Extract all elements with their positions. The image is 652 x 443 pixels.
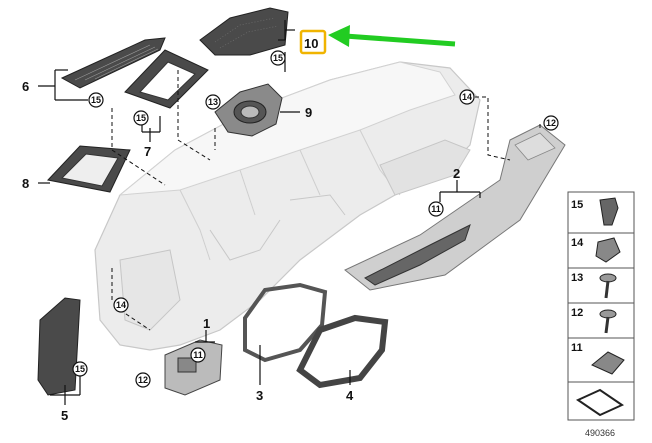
part-left-vent-frame[interactable] (47, 145, 131, 193)
callout-14-right: 14 (459, 89, 475, 105)
legend-13: 13 (571, 272, 583, 284)
svg-text:15: 15 (136, 113, 146, 123)
label-9: 9 (305, 105, 312, 120)
callout-15-part6: 15 (88, 92, 104, 108)
svg-text:15: 15 (91, 95, 101, 105)
drawing-number: 490366 (585, 428, 615, 438)
highlight-arrow (328, 25, 456, 47)
svg-text:14: 14 (462, 92, 472, 102)
screw-head-icon (599, 273, 617, 283)
svg-text:12: 12 (546, 118, 556, 128)
part-right-trim-strip[interactable] (344, 124, 566, 291)
label-6: 6 (22, 79, 29, 94)
svg-text:14: 14 (116, 300, 126, 310)
screw-head-icon-2 (599, 309, 617, 319)
part-switch-bezel[interactable] (164, 339, 223, 396)
callout-15-part7: 15 (133, 110, 149, 126)
highlight-box-10 (299, 29, 327, 55)
leader-lines (38, 20, 481, 405)
svg-text:15: 15 (75, 364, 85, 374)
part-side-panel[interactable] (37, 297, 81, 396)
callout-15-part5: 15 (72, 361, 88, 377)
section-symbol-icon (575, 388, 625, 417)
part-cluster-frame[interactable] (243, 282, 328, 363)
label-5: 5 (61, 408, 68, 423)
part-cluster-cover[interactable] (296, 314, 389, 389)
svg-text:15: 15 (273, 53, 283, 63)
label-3: 3 (256, 388, 263, 403)
svg-text:13: 13 (208, 97, 218, 107)
label-2: 2 (453, 166, 460, 181)
callout-12-bottom: 12 (135, 372, 151, 388)
legend-12: 12 (571, 307, 583, 319)
dashboard-body (94, 61, 481, 351)
dashed-guides (111, 70, 541, 331)
label-10: 10 (304, 36, 318, 51)
legend-14: 14 (571, 237, 584, 249)
screw-shaft-icon-2 (604, 316, 610, 334)
part-side-vent-grille[interactable] (60, 37, 166, 89)
part-vent-frame[interactable] (124, 49, 209, 109)
nut-icon (595, 237, 621, 263)
legend-11: 11 (571, 342, 583, 354)
fastener-legend: 15 14 13 12 11 (567, 191, 635, 421)
legend-15: 15 (571, 199, 583, 211)
callout-13: 13 (205, 94, 221, 110)
svg-text:11: 11 (431, 204, 441, 214)
label-4: 4 (346, 388, 354, 403)
label-8: 8 (22, 176, 29, 191)
label-7: 7 (144, 144, 151, 159)
clip-icon (599, 197, 619, 226)
svg-text:12: 12 (138, 375, 148, 385)
svg-text:11: 11 (193, 350, 203, 360)
callout-12-right: 12 (543, 115, 559, 131)
screw-shaft-icon (604, 280, 610, 299)
callout-15-top: 15 (270, 50, 286, 66)
part-speaker-cover[interactable] (199, 7, 289, 56)
part-center-bracket[interactable] (214, 83, 283, 137)
spring-clip-icon (591, 351, 625, 375)
label-1: 1 (203, 316, 210, 331)
callout-11: 11 (428, 201, 444, 217)
callout-11-bottom: 11 (190, 347, 206, 363)
callout-14-left: 14 (113, 297, 129, 313)
